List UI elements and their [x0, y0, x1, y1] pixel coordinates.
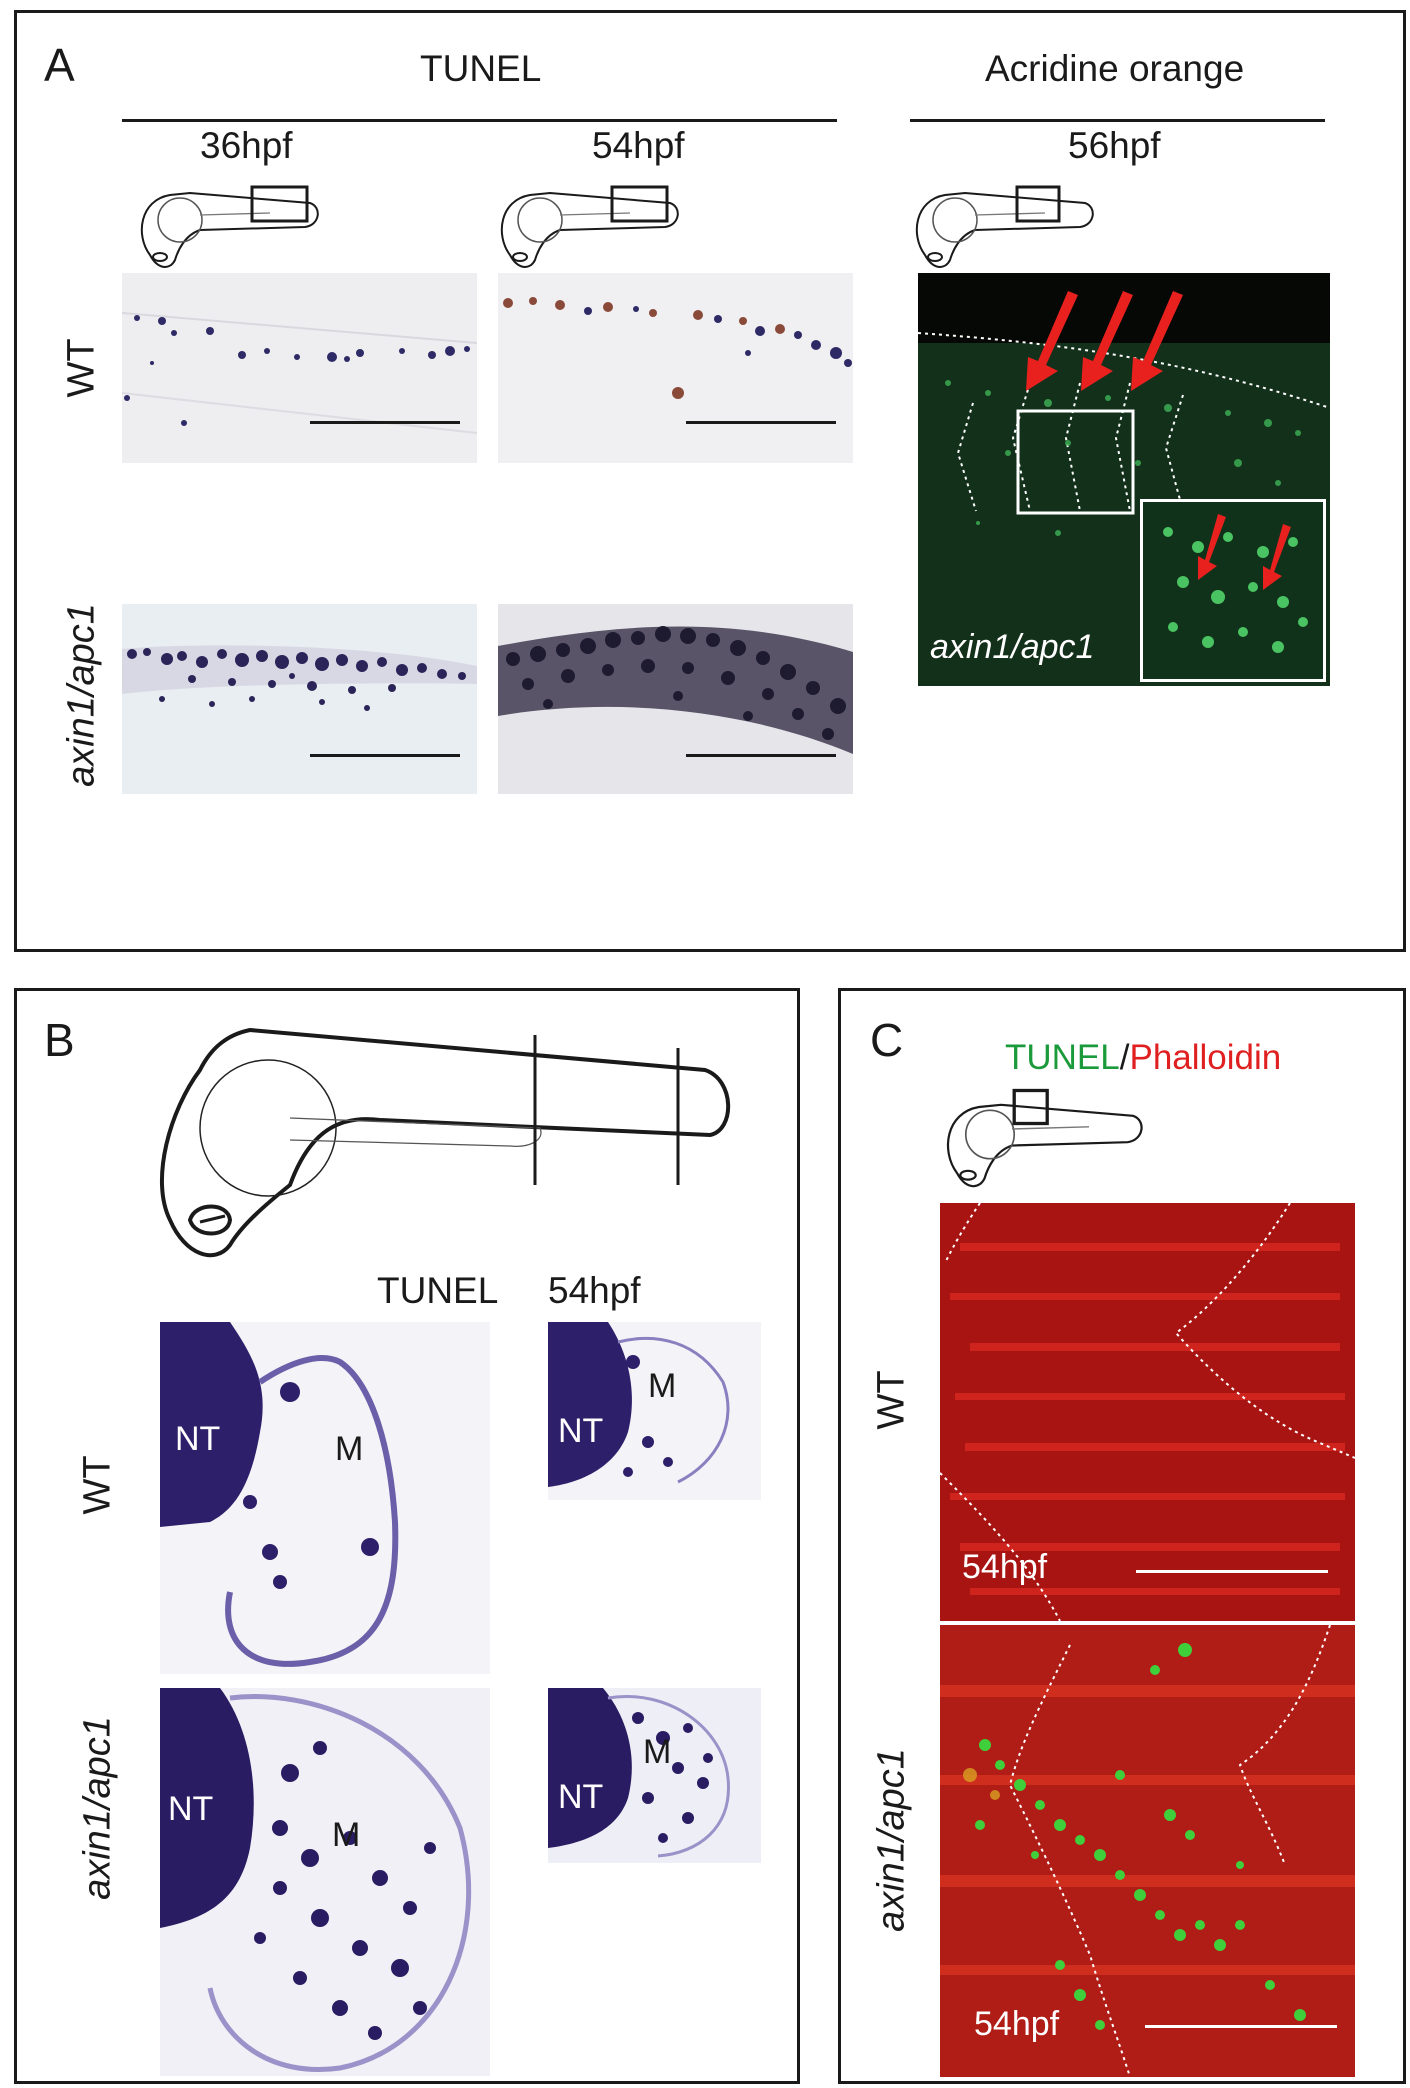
panel-b-frame	[14, 988, 800, 2084]
time-label: 54hpf	[962, 1548, 1048, 1586]
panel-c-row-axin1-apc1: axin1/apc1	[870, 1748, 913, 1932]
scale-bar	[686, 754, 836, 757]
panel-b-row-wt: WT	[76, 1455, 119, 1515]
panel-a-header-tunel: TUNEL	[420, 48, 542, 89]
label-m: M	[335, 1430, 364, 1468]
label-nt: NT	[558, 1412, 604, 1450]
confocal-axin1-apc1-54hpf: 54hpf	[940, 1625, 1355, 2077]
panel-c-letter: C	[870, 1014, 904, 1066]
micrograph-axin1-apc1-36hpf	[122, 604, 477, 794]
scale-bar	[686, 421, 836, 424]
label-nt: NT	[175, 1420, 221, 1458]
panel-a-frame	[14, 10, 1406, 952]
embryo-schematic-icon	[947, 1088, 1143, 1188]
label-nt: NT	[558, 1778, 604, 1816]
embryo-schematic-icon	[140, 185, 319, 268]
scale-bar	[310, 421, 460, 424]
title-separator: /	[1119, 1038, 1130, 1077]
micrograph-acridine-orange-56hpf: axin1/apc1	[918, 273, 1330, 686]
panel-a-header-acridine: Acridine orange	[985, 48, 1245, 89]
panel-b-header-tunel: TUNEL	[377, 1270, 499, 1311]
phalloidin-title: Phalloidin	[1129, 1038, 1282, 1077]
panel-c-row-wt: WT	[870, 1370, 913, 1430]
panel-a-ao-rule	[910, 119, 1325, 122]
section-wt-large: NT M	[160, 1322, 490, 1674]
label-m: M	[643, 1733, 672, 1771]
panel-a-row-axin1-apc1: axin1/apc1	[60, 603, 103, 787]
label-nt: NT	[168, 1790, 214, 1828]
embryo-schematic-icon	[915, 185, 1094, 268]
embryo-section-schematic-icon	[160, 1027, 731, 1258]
section-axin1-apc1-large: NT M	[160, 1688, 490, 2076]
scale-bar	[1145, 2025, 1337, 2028]
micrograph-axin1-apc1-54hpf	[498, 604, 853, 794]
panel-b-row-axin1-apc1: axin1/apc1	[76, 1716, 119, 1900]
panel-c-title: TUNEL/Phalloidin	[1005, 1038, 1281, 1078]
section-wt-small: NT M	[548, 1322, 761, 1500]
panel-a-time-36hpf: 36hpf	[200, 125, 293, 166]
scale-bar	[310, 754, 460, 757]
micrograph-wt-36hpf	[122, 273, 477, 463]
panel-c-frame	[838, 988, 1406, 2084]
panel-a-tunel-rule	[122, 119, 837, 122]
panel-a-letter: A	[44, 39, 75, 91]
panel-a-time-54hpf: 54hpf	[592, 125, 685, 166]
label-m: M	[332, 1816, 361, 1854]
time-label: 54hpf	[974, 2005, 1060, 2043]
label-m: M	[648, 1367, 677, 1405]
section-axin1-apc1-small: NT M	[548, 1688, 761, 1863]
panel-a-time-56hpf: 56hpf	[1068, 125, 1161, 166]
micrograph-wt-54hpf	[498, 273, 853, 463]
confocal-wt-54hpf: 54hpf	[940, 1203, 1355, 1621]
panel-a-row-wt: WT	[60, 338, 103, 398]
scale-bar	[1136, 1570, 1328, 1573]
inset-magnified-region	[1140, 499, 1326, 682]
panel-b-letter: B	[44, 1014, 75, 1066]
ao-overlay-label: axin1/apc1	[930, 628, 1095, 666]
panel-b-header-54hpf: 54hpf	[548, 1270, 641, 1311]
tunel-title: TUNEL	[1005, 1038, 1120, 1077]
embryo-schematic-icon	[500, 185, 679, 268]
